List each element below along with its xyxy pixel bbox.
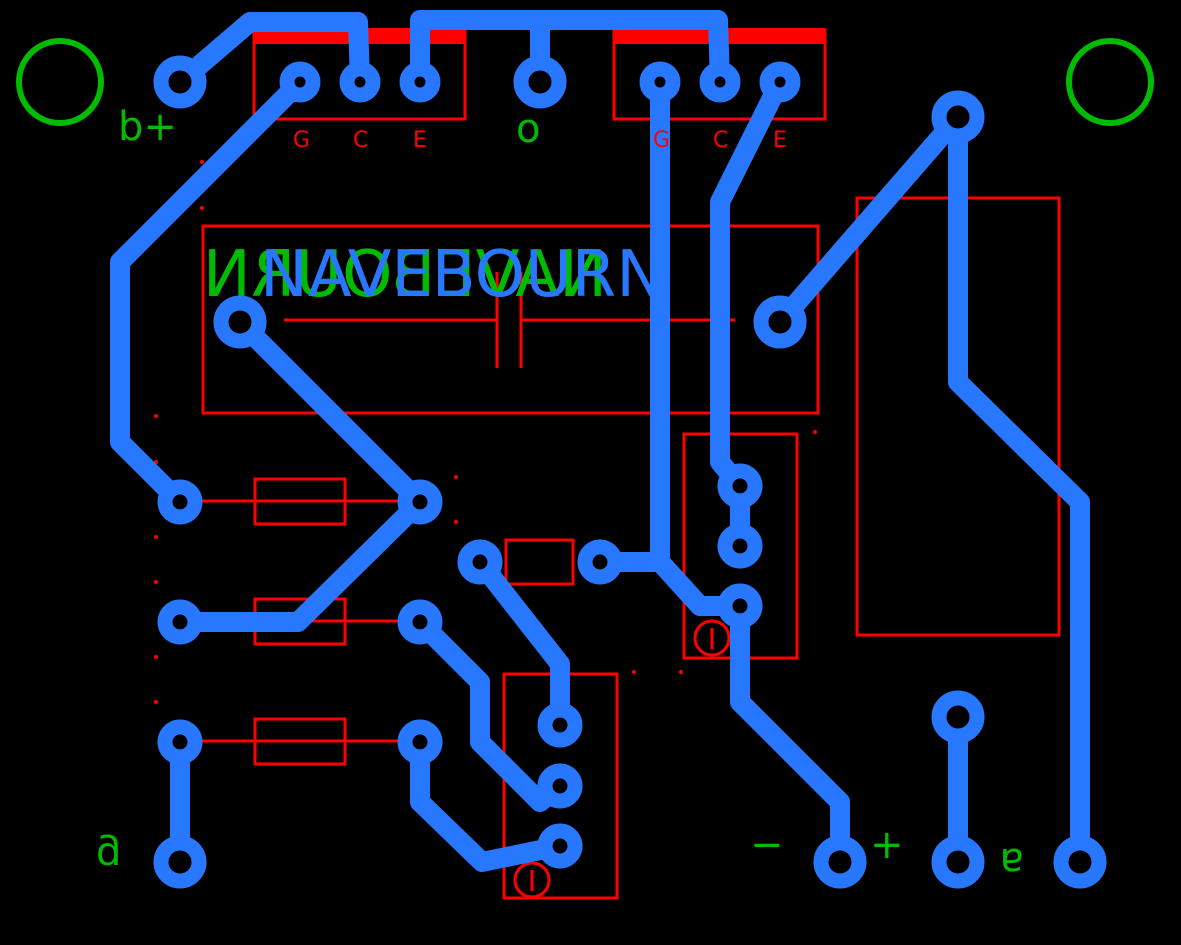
pad-a <box>1053 835 1107 889</box>
via-dot <box>154 580 158 584</box>
pad-transistor-lower-1 <box>537 702 583 748</box>
pad-transistor-lower-2 <box>537 763 583 809</box>
pad-output <box>513 55 567 109</box>
pad-relay-top <box>931 90 985 144</box>
mounting-hole-left <box>16 38 104 126</box>
pad-transistor-upper-2 <box>717 523 763 569</box>
transistor-upper-pin1-marker <box>693 619 731 657</box>
pad-r1-left <box>157 479 203 525</box>
igbt-right-c-label: C <box>713 128 728 153</box>
pad-r4-left <box>457 539 503 585</box>
trace-lower-base <box>470 552 570 735</box>
via-dot <box>154 414 158 418</box>
via-dot <box>454 520 458 524</box>
brand-text-blue: NAVEBOURN <box>260 238 664 312</box>
pad-bplus <box>153 55 207 109</box>
pad-g <box>153 835 207 889</box>
igbt-right-e-label: E <box>773 128 787 153</box>
via-dot <box>454 475 458 479</box>
pad-cap-right <box>753 295 807 349</box>
a-label: a <box>999 839 1024 885</box>
igbt-left-g-label: G <box>293 128 310 153</box>
pad-transistor-lower-3 <box>537 823 583 869</box>
via-dot <box>200 160 204 164</box>
via-dot <box>679 670 683 674</box>
trace-resistor-cross <box>170 492 430 632</box>
g-label: g <box>96 833 121 879</box>
trace-cap-to-resistor <box>230 312 430 512</box>
trace-output-bus <box>410 10 730 92</box>
pad-igbt-right-g <box>639 61 681 103</box>
via-dot <box>154 535 158 539</box>
trace-relay-coil <box>770 107 968 332</box>
pad-plus-top <box>931 690 985 744</box>
pad-igbt-left-e <box>399 61 441 103</box>
output-label: o <box>516 106 540 152</box>
pad-transistor-upper-1 <box>717 463 763 509</box>
pad-r3-right <box>397 719 443 765</box>
pad-r1-right <box>397 479 443 525</box>
trace-transistor-to-minus <box>730 596 850 872</box>
mounting-hole-right <box>1066 38 1154 126</box>
pad-r2-left <box>157 599 203 645</box>
minus-label: − <box>750 822 784 868</box>
pad-layer <box>153 55 1107 889</box>
pad-cap-left <box>213 295 267 349</box>
trace-right-gate <box>590 72 670 572</box>
igbt-left-e-label: E <box>413 128 427 153</box>
trace-bplus <box>170 12 370 92</box>
pad-r3-left <box>157 719 203 765</box>
plus-label: + <box>870 822 904 868</box>
bplus-label: b+ <box>118 104 177 150</box>
pad-minus <box>813 835 867 889</box>
brand-text-green: NAVEBOURN <box>203 238 607 312</box>
via-dot <box>632 670 636 674</box>
igbt-right-g-label: G <box>653 128 670 153</box>
igbt-left-c-label: C <box>353 128 368 153</box>
trace-right-emitter <box>710 72 790 496</box>
pad-plus <box>931 835 985 889</box>
pad-igbt-right-c <box>699 61 741 103</box>
capacitor-outline <box>201 224 820 415</box>
resistor-4-body <box>504 538 575 586</box>
pad-igbt-left-g <box>279 61 321 103</box>
pad-r2-right <box>397 599 443 645</box>
pad-r4-right <box>577 539 623 585</box>
pad-igbt-right-e <box>759 61 801 103</box>
trace-left-gate <box>110 72 310 512</box>
transistor-lower-pin1-marker <box>513 861 551 899</box>
via-dot <box>154 655 158 659</box>
pad-transistor-upper-3 <box>717 583 763 629</box>
via-dot <box>154 700 158 704</box>
copper-layer <box>110 10 1090 872</box>
via-dot <box>200 206 204 210</box>
trace-lower-emitter <box>410 732 570 872</box>
via-dot <box>813 430 817 434</box>
pad-igbt-left-c <box>339 61 381 103</box>
trace-relay-to-a <box>948 107 1090 872</box>
